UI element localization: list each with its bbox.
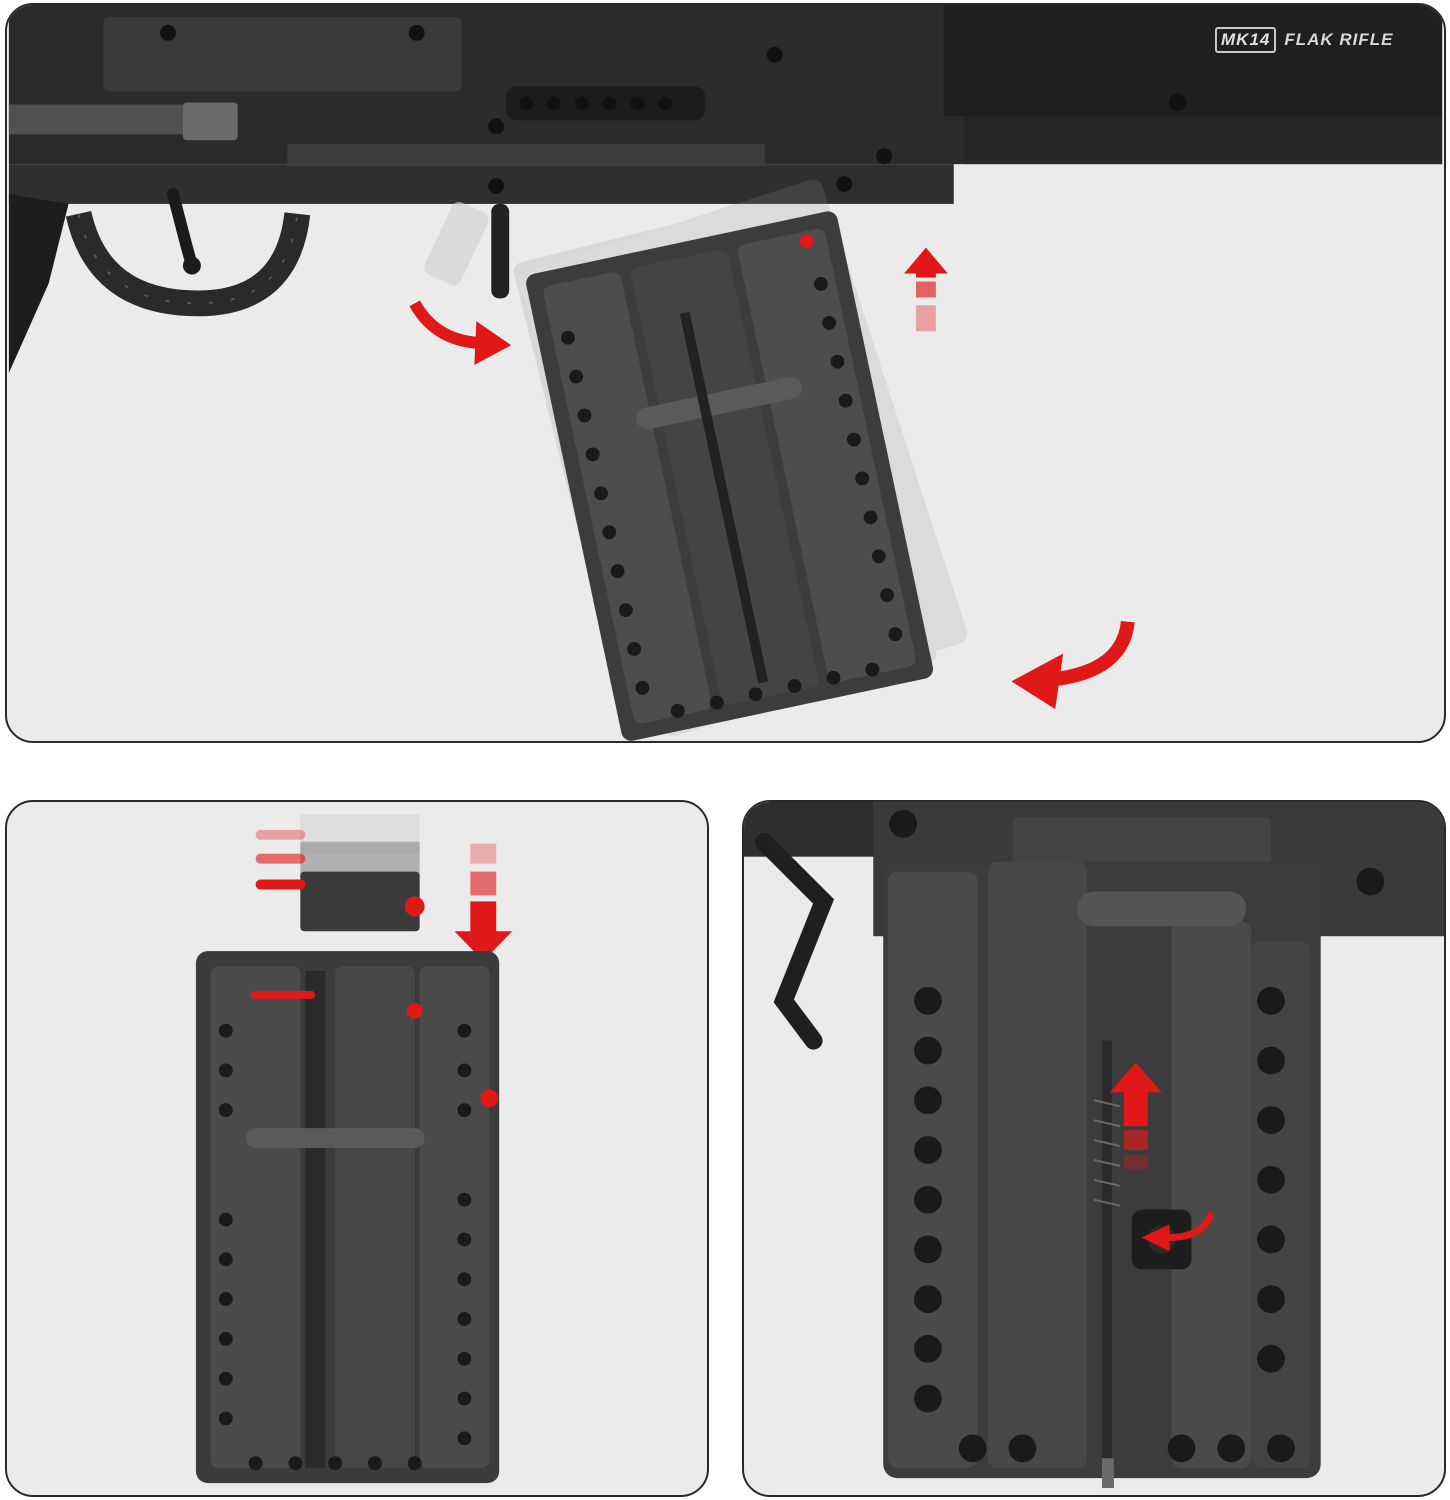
rifle-name-label: FLAK RIFLE <box>1284 30 1394 49</box>
magazine-front-view <box>195 951 500 1484</box>
magazine-release-arrow-icon <box>1011 620 1135 710</box>
push-up-arrow-icon <box>904 247 948 332</box>
rotate-arrow-icon <box>1141 1211 1215 1252</box>
magazine-loading-panel <box>5 800 709 1497</box>
rifle-model-label: MK14 <box>1215 27 1277 53</box>
ammo-block <box>255 813 425 932</box>
spring-up-arrow-icon <box>1109 1062 1162 1169</box>
magazine-spring-illustration <box>744 802 1444 1489</box>
rifle-body <box>8 5 1443 373</box>
magazine-spring-panel <box>742 800 1446 1497</box>
load-down-arrow-icon <box>454 843 513 962</box>
magazine-insert-arrow-icon <box>409 300 512 366</box>
magazine-closeup <box>883 861 1321 1489</box>
magazine-rotated <box>526 211 934 741</box>
rifle-magazine-illustration <box>8 5 1443 741</box>
magazine-rotation-panel: MK14 FLAK RIFLE <box>5 3 1446 743</box>
rifle-name-plate: MK14 FLAK RIFLE <box>1215 27 1394 53</box>
magazine-loading-illustration <box>195 813 513 1484</box>
